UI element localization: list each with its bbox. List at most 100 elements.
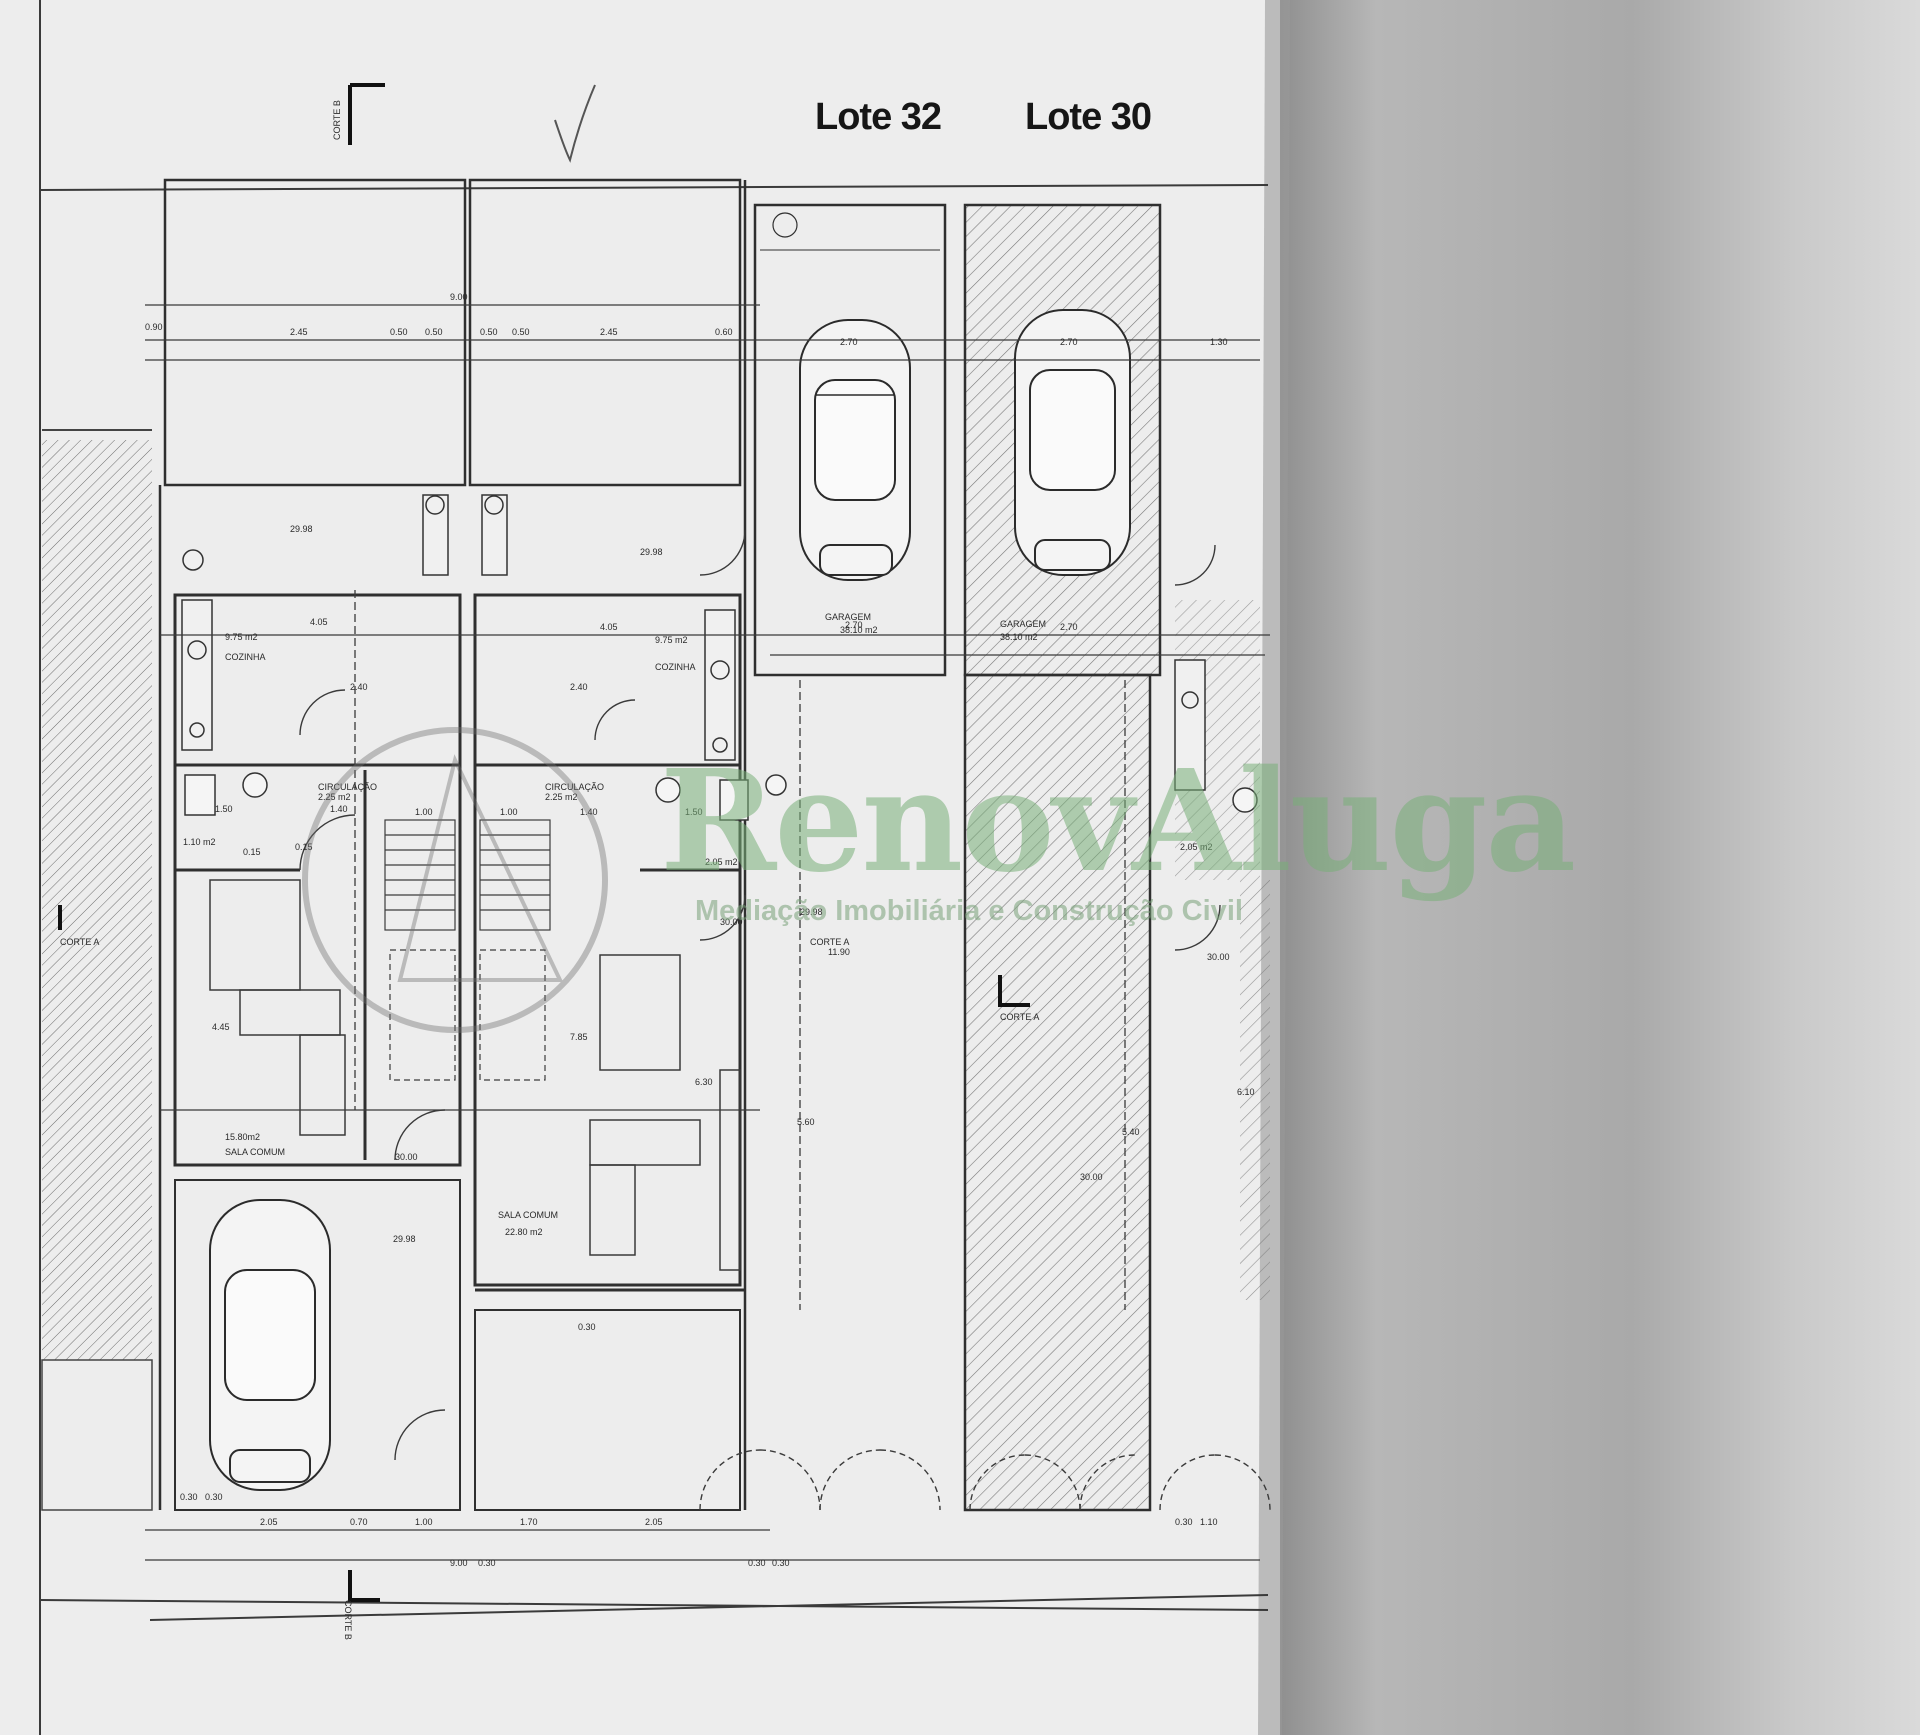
watermark-logo-icon [302,727,608,1033]
dim-bottom-5: 0.30 [1175,1517,1193,1527]
dim-top-0: 0.90 [145,322,163,332]
section-corte-a-left: CORTE A [60,937,99,947]
room-sala-a-area: 15.80m2 [225,1132,260,1142]
room-wc-a-area: 1.10 m2 [183,837,216,847]
dim-top-6: 2.45 [600,327,618,337]
room-wc-b-area: 2.05 m2 [705,857,738,867]
car-lot30 [1014,309,1131,576]
paper-shadow-right [1280,0,1920,1735]
section-corte-b-top: CORTE B [332,100,342,140]
paper-fold [1258,0,1290,1735]
dim-top-1: 2.45 [290,327,308,337]
dim-mid-8: 1.50 [215,804,233,814]
dim-bottom-total: 9.00 [450,1558,468,1568]
section-corte-b-bottom: CORTE B [343,1600,353,1640]
dim-v-10: 0.15 [243,847,261,857]
approval-check-icon [554,84,596,163]
car-bottom [209,1199,331,1491]
dim-mid-7: 1.00 [500,807,518,817]
kitchen-fixtures [181,494,1206,791]
room-sala-a-name: SALA COMUM [225,1147,285,1157]
dim-mid-2: 2.70 [845,620,863,630]
wc-fixtures [184,772,1258,821]
dim-v-0: 2.40 [350,682,368,692]
room-patio-top-b: 29.98 [640,547,663,557]
room-circ-a-area: 2.25 m2 [318,792,351,802]
room-elev-a: 30.00 [395,1152,418,1162]
dim-v-6: 11.90 [828,947,850,957]
dim-bottom-1: 0.70 [350,1517,368,1527]
room-circ-a-name: CIRCULAÇÃO [318,782,377,792]
lot-30-title: Lote 30 [1025,96,1152,138]
room-sala-b-name: SALA COMUM [498,1210,558,1220]
car-lot32 [799,319,911,581]
room-circ-b-area: 2.25 m2 [545,792,578,802]
section-corte-a-mid: CORTE A [810,937,849,947]
dim-v-8: 6.10 [1237,1087,1255,1097]
dim-v-2: 4.45 [212,1022,230,1032]
dimension-lines [145,304,1270,1561]
section-corte-a-right: CORTE A [1000,1012,1039,1022]
dim-top-4: 0.50 [480,327,498,337]
dim-bottom-3: 1.70 [520,1517,538,1527]
dim-top-total: 9.00 [450,292,468,302]
stairs [384,819,551,1081]
dim-mid-3: 2.70 [1060,622,1078,632]
room-kitchen-a-name: COZINHA [225,652,266,662]
dim-top-7: 0.60 [715,327,733,337]
room-circ-b-name: CIRCULAÇÃO [545,782,604,792]
room-kitchen-b-name: COZINHA [655,662,696,672]
neighbour-hatch-left [42,440,152,1360]
room-garage-b-area: 38.10 m2 [1000,632,1038,642]
dim-mid-1: 4.05 [600,622,618,632]
dim-bottom-small-3: 0.30 [748,1558,766,1568]
dim-mid-6: 1.00 [415,807,433,817]
dim-mid-5: 1.40 [580,807,598,817]
site-outline [39,0,1269,1735]
furniture [209,879,741,1271]
dim-top-10: 1.30 [1210,337,1228,347]
door-swings [299,529,1271,1511]
room-elev-d: 29.98 [800,907,823,917]
dim-bottom-small-0: 0.30 [180,1492,198,1502]
dim-mid-9: 1.50 [685,807,703,817]
room-elev-e: 30.00 [1080,1172,1103,1182]
room-elev-c: 30.00 [1207,952,1230,962]
room-sala-b-area: 22.80 m2 [505,1227,543,1237]
dim-v-9: 0.30 [578,1322,596,1332]
dim-top-3: 0.50 [425,327,443,337]
dim-v-3: 7.85 [570,1032,588,1042]
room-patio-top-a: 29.98 [290,524,313,534]
room-elev-b: 30.00 [720,917,743,927]
dim-bottom-small-2: 0.30 [478,1558,496,1568]
room-wc-c-area: 2.05 m2 [1180,842,1213,852]
dim-v-1: 2.40 [570,682,588,692]
dim-top-2: 0.50 [390,327,408,337]
section-markers [58,83,1030,1602]
dim-top-8: 2.70 [840,337,858,347]
room-kitchen-b-area: 9.75 m2 [655,635,688,645]
watermark-brand: RenovAluga [660,740,1576,904]
dim-bottom-0: 2.05 [260,1517,278,1527]
upper-patio-walls [158,178,747,1510]
room-patio-bottom: 29.98 [393,1234,416,1244]
room-garage-a-area: 38.10 m2 [840,625,878,635]
lot-32-title: Lote 32 [815,96,942,138]
lot32-garage-top [753,203,947,677]
dim-bottom-small-4: 0.30 [772,1558,790,1568]
dim-mid-4: 1.40 [330,804,348,814]
dim-v-4: 6.30 [695,1077,713,1087]
dim-mid-0: 4.05 [310,617,328,627]
dim-v-11: 0.15 [295,842,313,852]
dim-top-9: 2.70 [1060,337,1078,347]
dim-bottom-6: 1.10 [1200,1517,1218,1527]
dim-bottom-small-1: 0.30 [205,1492,223,1502]
interior-walls [173,593,745,1511]
dim-top-5: 0.50 [512,327,530,337]
dim-v-5: 5.60 [797,1117,815,1127]
dim-v-7: 5.40 [1122,1127,1140,1137]
watermark-tagline: Mediação Imobiliária e Construção Civil [695,895,1243,927]
dim-bottom-2: 1.00 [415,1517,433,1527]
